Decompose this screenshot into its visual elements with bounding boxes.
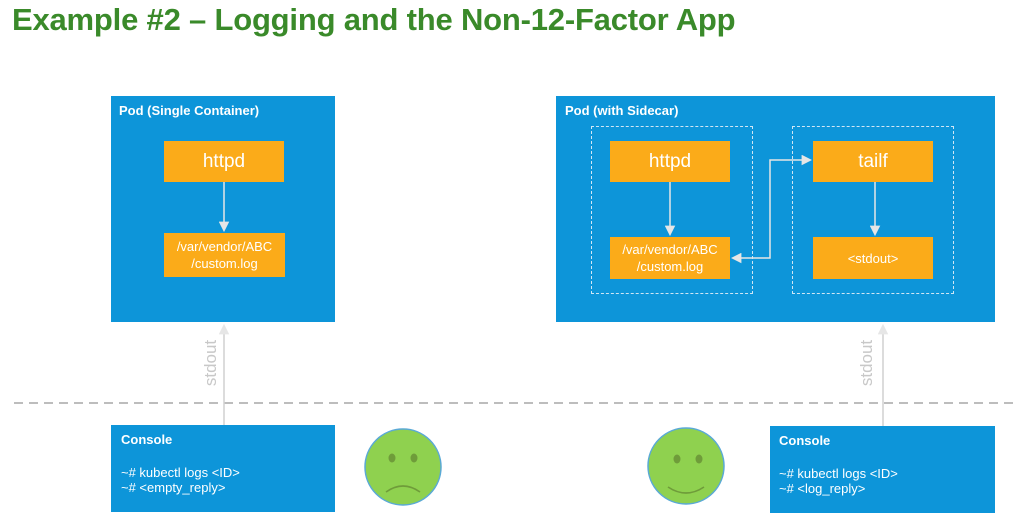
sad-face-icon xyxy=(364,428,442,506)
tailf-box: tailf xyxy=(813,141,933,182)
console-line: ~# kubectl logs <ID> xyxy=(779,466,898,481)
stdout-box: <stdout> xyxy=(813,237,933,279)
console-line: ~# kubectl logs <ID> xyxy=(121,465,240,480)
page-title: Example #2 – Logging and the Non-12-Fact… xyxy=(12,2,736,37)
httpd-box: httpd xyxy=(164,141,284,182)
pod-label: Pod (with Sidecar) xyxy=(565,103,679,118)
httpd-box: httpd xyxy=(610,141,730,182)
console-line: ~# <empty_reply> xyxy=(121,480,226,495)
console-left: Console ~# kubectl logs <ID> ~# <empty_r… xyxy=(111,425,335,512)
custom-log-box: /var/vendor/ABC /custom.log xyxy=(610,237,730,279)
console-header: Console xyxy=(779,433,831,448)
console-line: ~# <log_reply> xyxy=(779,481,866,496)
log-path-line2: /custom.log xyxy=(636,259,704,274)
happy-face-icon xyxy=(647,427,725,505)
custom-log-box: /var/vendor/ABC /custom.log xyxy=(164,233,285,277)
pod-label: Pod (Single Container) xyxy=(119,103,260,118)
pod-single-container: Pod (Single Container) httpd /var/vendor… xyxy=(111,96,335,322)
stdout-label-right: stdout xyxy=(857,339,876,387)
console-header: Console xyxy=(121,432,173,447)
log-path-line1: /var/vendor/ABC xyxy=(176,239,273,254)
stdout-label-left: stdout xyxy=(201,339,220,387)
pod-with-sidecar: Pod (with Sidecar) httpd /var/vendor/ABC… xyxy=(556,96,995,322)
console-right: Console ~# kubectl logs <ID> ~# <log_rep… xyxy=(770,426,995,513)
log-path-line1: /var/vendor/ABC xyxy=(622,242,718,257)
log-path-line2: /custom.log xyxy=(191,256,258,271)
